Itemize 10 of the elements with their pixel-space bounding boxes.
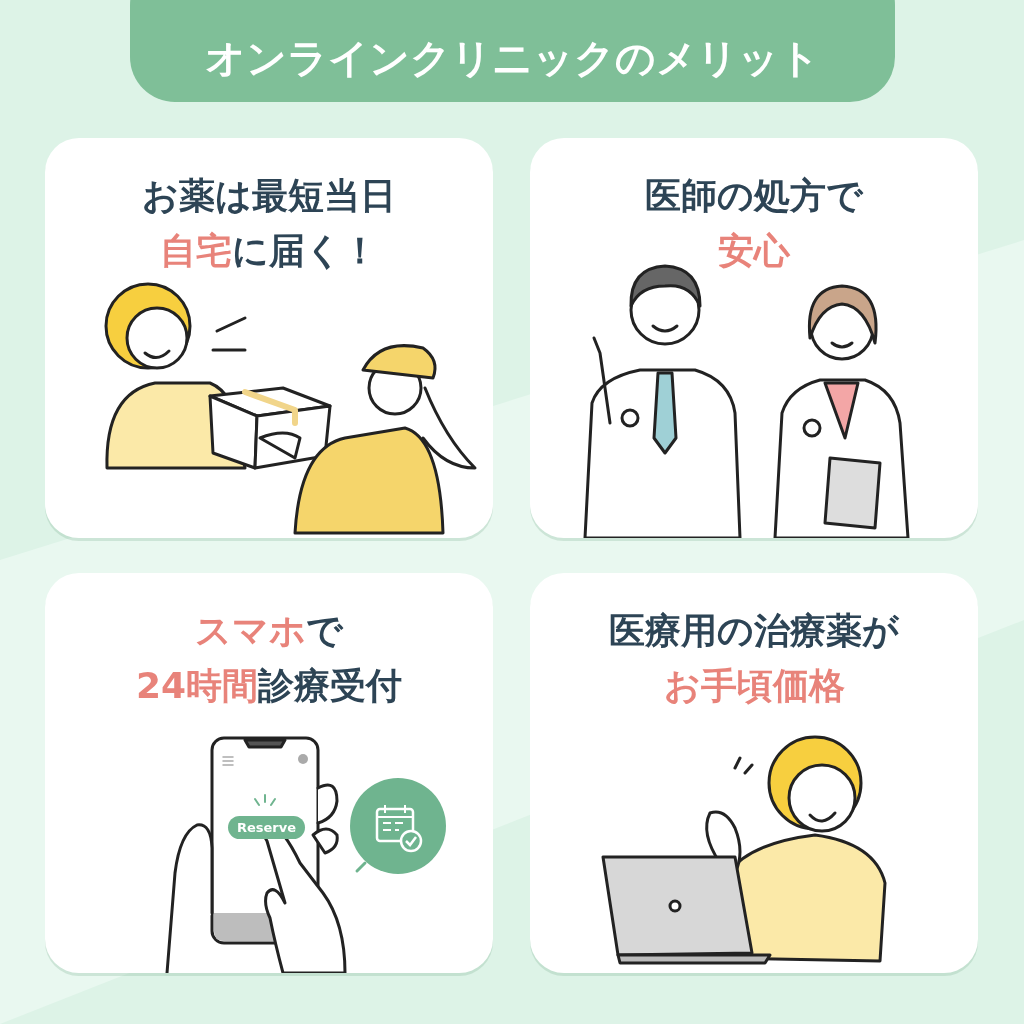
info-card [530,138,978,538]
card-heading: お薬は最短当日自宅に届く！ [141,174,397,273]
card-heading: 医療用の治療薬がお手頃価格 [608,609,900,708]
info-card [45,138,493,538]
info-card [530,573,978,973]
reserve-button: Reserve [228,816,305,839]
card-heading: 医師の処方で安心 [644,174,864,273]
info-card [45,573,493,973]
title-text: オンラインクリニックのメリット [204,34,821,83]
card-heading: スマホで24時間診療受付 [134,609,404,708]
